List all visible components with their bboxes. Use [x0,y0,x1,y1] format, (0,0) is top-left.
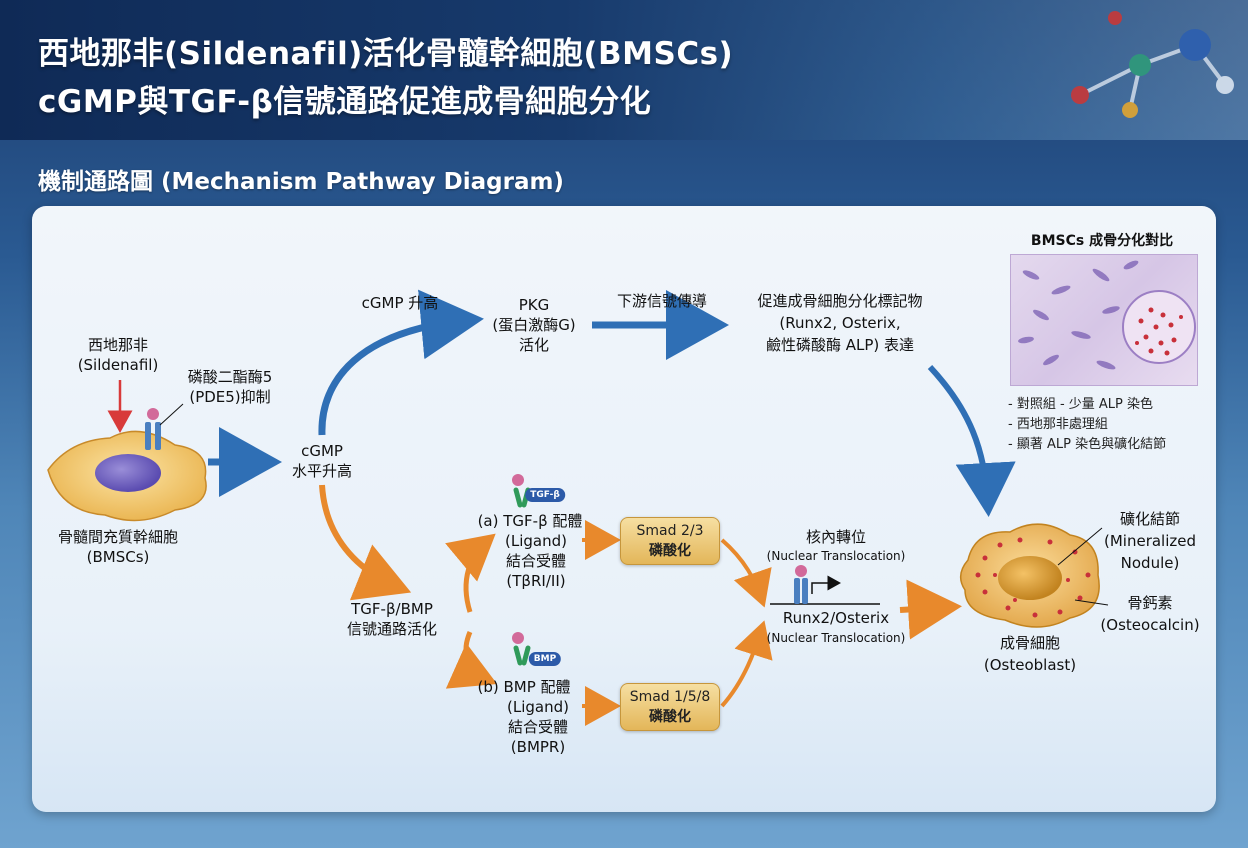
branch-a-label-1: (a) TGF-β 配體 [477,512,583,530]
branch-a-label-2: (Ligand) [505,532,567,550]
smad158-to-nucleus-arrow [720,620,773,708]
nucleus-label-3: (Nuclear Translocation) [766,631,906,645]
nucleus-label-1: 核內轉位 [805,528,867,546]
nodule-label-3: Nodule) [1120,554,1180,572]
cgmp-to-tgfbmp-arrow [319,484,412,601]
mineral-nodules [975,537,1091,618]
cgmp-node-2: 水平升高 [291,462,353,480]
osteoblast-label-2: (Osteoblast) [983,656,1077,674]
markers-label-2: (Runx2, Osterix, [779,314,901,332]
drug-label-2: (Sildenafil) [77,356,159,374]
osteoblast-label-1: 成骨細胞 [999,634,1061,652]
markers-label-3: 鹼性磷酸酶 ALP) 表達 [765,336,915,354]
branch-a-label-4: (TβRI/II) [506,572,566,590]
markers-label-1: 促進成骨細胞分化標記物 [757,292,923,310]
cgmp-node-1: cGMP [301,442,343,460]
pkg-label-1: PKG [518,296,550,314]
branch-a-label-3: 結合受體 [505,552,567,570]
osteocalcin-pointer [1074,599,1109,606]
osteocalcin-label-2: (Osteocalcin) [1100,616,1200,634]
to-branch-a-arrow [445,533,496,613]
header-banner [0,0,1248,140]
nucleus-label-2: (Nuclear Translocation) [766,549,906,563]
comparison-title: BMSCs 成骨分化對比 [1030,233,1174,249]
pde5-label-2: (PDE5)抑制 [189,388,271,406]
tgfbmp-node-1: TGF-β/BMP [351,600,433,618]
gene-promoter-icon [770,565,880,605]
bmp-receptor-icon [512,632,531,666]
branch-b-label-4: (BMPR) [510,738,566,756]
comparison-item-3: - 顯著 ALP 染色與礦化結節 [1008,437,1167,452]
smad23-box: Smad 2/3 磷酸化 [620,517,720,565]
molecule-decoration [1071,11,1234,118]
branch-b-label-1: (b) BMP 配體 [477,678,571,696]
bmsc-cell [47,430,207,522]
osteoblast-cell [959,523,1100,628]
bmsc-label-1: 骨髓間充質幹細胞 [57,528,179,546]
markers-to-osteoblast-arrow [927,364,1016,517]
pde5-label-1: 磷酸二酯酶5 [187,368,273,386]
pkg-label-3: 活化 [518,336,550,354]
bmsc-label-2: (BMSCs) [86,548,150,566]
smad158-label-1: Smad 1/5/8 [629,689,711,705]
bmp-tag: BMP [528,652,562,666]
section-subtitle: 機制通路圖 (Mechanism Pathway Diagram) [38,169,564,195]
nucleus-to-osteoblast-arrow [899,579,962,640]
tgfbmp-node-2: 信號通路活化 [346,620,438,638]
nodule-label-1: 礦化結節 [1119,510,1181,528]
nodule-pointer [1057,527,1103,566]
title-line-2: cGMP與TGF-β信號通路促進成骨細胞分化 [38,84,652,120]
branch-b-label-3: 結合受體 [507,718,569,736]
tgf-receptor-icon [512,474,531,508]
smad158-box: Smad 1/5/8 磷酸化 [620,683,720,731]
pde5-receptor-icon [145,408,161,450]
pde5-pointer [159,403,184,426]
comparison-item-2: - 西地那非處理組 [1008,417,1108,432]
smad158-label-2: 磷酸化 [649,709,691,725]
branch-b-label-2: (Ligand) [507,698,569,716]
to-branch-b-arrow [445,631,498,689]
osteocalcin-label-1: 骨鈣素 [1127,594,1173,612]
nodule-label-2: (Mineralized [1103,532,1197,550]
comparison-item-1: - 對照組 - 少量 ALP 染色 [1008,397,1154,412]
comparison-micrograph [1010,254,1198,386]
smad23-label-2: 磷酸化 [649,543,691,559]
cgmp-to-pkg-arrow [318,289,484,436]
pkg-label-2: (蛋白激酶G) [492,316,576,334]
tgf-tag: TGF-β [525,488,565,502]
gene-label: Runx2/Osterix [782,609,890,627]
downstream-label: 下游信號傳導 [616,292,708,310]
smad23-to-nucleus-arrow [720,538,772,608]
cgmp-rise-label: cGMP 升高 [361,294,439,312]
title-line-1: 西地那非(Sildenafil)活化骨髓幹細胞(BMSCs) [38,36,734,72]
drug-label-1: 西地那非 [87,336,149,354]
smad23-label-1: Smad 2/3 [636,523,704,539]
